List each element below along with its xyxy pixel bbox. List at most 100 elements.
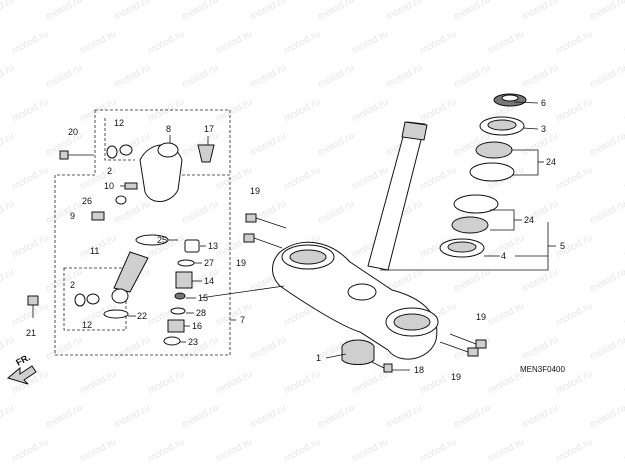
callout-16: 16: [192, 321, 202, 331]
callout-20: 20: [68, 127, 78, 137]
front-direction-arrow: [6, 365, 37, 385]
watermark-text: motod.ru: [112, 402, 152, 430]
callout-labels: 6 3 24 24 4 5 1 18 19 19 19 19 20 12 2 8…: [14, 98, 565, 382]
joint-body: [139, 144, 183, 202]
part-16-plug: [167, 319, 185, 333]
watermark-text: motod.ru: [588, 198, 625, 226]
watermark-text: motod.ru: [452, 62, 492, 90]
watermark-text: motod.ru: [0, 266, 16, 294]
part-2-oring-a: [106, 145, 118, 159]
watermark-text: motod.ru: [180, 402, 220, 430]
leader-24-lower: [490, 209, 515, 231]
stem-base: [347, 283, 377, 301]
callout-10: 10: [104, 181, 114, 191]
part-26-washer: [115, 195, 127, 205]
fork-clamp-right-bore: [393, 313, 431, 331]
watermark-text: motod.ru: [214, 28, 254, 56]
callout-22: 22: [137, 311, 147, 321]
part-23-oring: [163, 336, 181, 346]
watermark-text: motod.ru: [146, 28, 186, 56]
part-27-oring: [177, 259, 195, 267]
diagram-code: MEN3F0400: [520, 365, 565, 374]
part-12-washer-a: [119, 144, 133, 156]
watermark-text: motod.ru: [588, 130, 625, 158]
watermark-text: motod.ru: [282, 368, 322, 396]
bolt-19-d-shank: [439, 341, 469, 353]
watermark-text: motod.ru: [10, 436, 50, 464]
callout-28: 28: [196, 308, 206, 318]
watermark-text: motod.ru: [350, 436, 390, 464]
watermark-text: motod.ru: [10, 28, 50, 56]
callout-19-a: 19: [250, 186, 260, 196]
callout-12-b: 12: [82, 320, 92, 330]
callout-9: 9: [70, 211, 75, 221]
watermark-text: motod.ru: [384, 62, 424, 90]
callout-19-d: 19: [451, 372, 461, 382]
watermark-text: motod.ru: [418, 96, 458, 124]
leader-1: [325, 353, 347, 359]
watermark-text: motod.ru: [180, 334, 220, 362]
watermark-text: motod.ru: [180, 0, 220, 23]
callout-8: 8: [166, 124, 171, 134]
watermark-text: motod.ru: [520, 62, 560, 90]
watermark-text: motod.ru: [180, 198, 220, 226]
watermark-text: motod.ru: [146, 96, 186, 124]
part-24-lower-bearing: [451, 216, 489, 234]
leader-lines: [120, 101, 556, 371]
group-box-upper: [95, 109, 231, 176]
watermark-text: motod.ru: [78, 436, 118, 464]
leader-5: [380, 222, 549, 271]
watermark-text: motod.ru: [588, 266, 625, 294]
watermark-text: motod.ru: [180, 62, 220, 90]
watermark-text: motod.ru: [316, 402, 356, 430]
watermark-text: motod.ru: [282, 164, 322, 192]
part-13-cap: [184, 239, 200, 253]
part-12-washer-b: [86, 293, 100, 305]
watermark-text: motod.ru: [10, 164, 50, 192]
watermark-text: motod.ru: [0, 402, 16, 430]
watermark-text: motod.ru: [248, 130, 288, 158]
leader-24-upper: [512, 149, 539, 176]
watermark-text: motod.ru: [316, 0, 356, 23]
watermark-text: motod.ru: [10, 96, 50, 124]
callout-23: 23: [188, 337, 198, 347]
joint-eye: [111, 288, 129, 304]
leader-6: [513, 101, 539, 104]
watermark-text: motod.ru: [282, 436, 322, 464]
watermark-text: motod.ru: [44, 334, 84, 362]
bolt-19-b-shank: [253, 237, 283, 249]
watermark-text: motod.ru: [316, 198, 356, 226]
watermark-text: motod.ru: [316, 62, 356, 90]
watermark-text: motod.ru: [248, 62, 288, 90]
watermark-text: motod.ru: [452, 0, 492, 23]
watermark-text: motod.ru: [0, 198, 16, 226]
watermark-text: motod.ru: [350, 28, 390, 56]
callout-18: 18: [414, 365, 424, 375]
part-8-bolt: [157, 142, 179, 158]
watermark-text: motod.ru: [384, 0, 424, 23]
watermark-text: motod.ru: [146, 368, 186, 396]
leader-3: [522, 127, 539, 130]
callout-13: 13: [208, 241, 218, 251]
watermark-text: motod.ru: [112, 334, 152, 362]
leader-15-frame: [199, 285, 285, 299]
part-3-bore: [487, 119, 517, 131]
group-box-7: [54, 174, 231, 356]
watermark-text: motod.ru: [78, 28, 118, 56]
watermark-text: motod.ru: [112, 62, 152, 90]
callout-6: 6: [541, 98, 546, 108]
front-direction-label: FR.: [14, 352, 31, 368]
watermark-text: motod.ru: [214, 164, 254, 192]
part-6-bore: [501, 94, 519, 102]
watermark-text: motod.ru: [588, 0, 625, 23]
watermark-text: motod.ru: [418, 436, 458, 464]
watermark-text: motod.ru: [588, 402, 625, 430]
callout-25: 25: [157, 235, 167, 245]
part-28-washer: [170, 307, 186, 315]
callout-15: 15: [198, 293, 208, 303]
watermark-text: motod.ru: [554, 96, 594, 124]
watermark-text: motod.ru: [554, 28, 594, 56]
joint-tube: [113, 251, 149, 293]
